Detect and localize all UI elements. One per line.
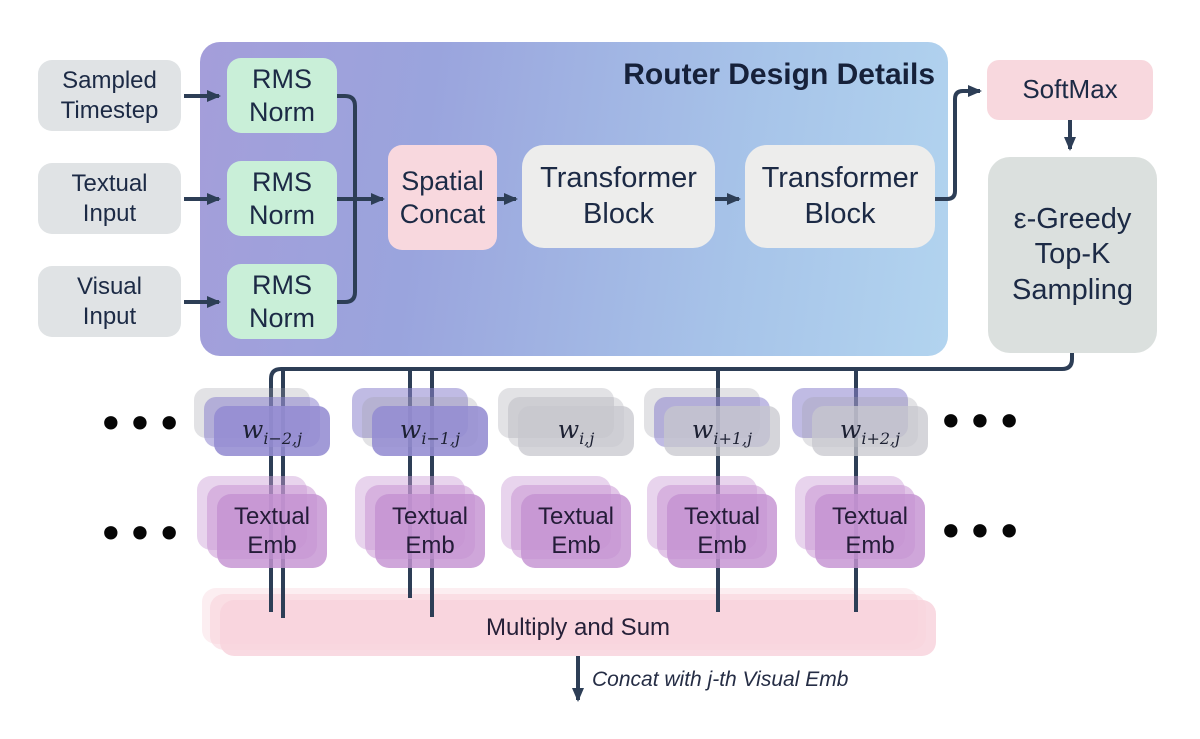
node-rms-norm-3: RMS Norm: [227, 264, 337, 339]
node-softmax: SoftMax: [987, 60, 1153, 120]
node-label: RMS Norm: [249, 269, 315, 333]
stack-layer: wi+1,j: [664, 406, 780, 456]
stack-layer: wi,j: [518, 406, 634, 456]
node-label: Transformer Block: [540, 162, 697, 230]
weight-stack-i-minus-1: wi−1,j: [352, 388, 488, 456]
weight-label: wi,j: [557, 414, 595, 448]
stack-layer: wi−2,j: [214, 406, 330, 456]
stack-layer: Textual Emb: [667, 494, 777, 568]
weight-stack-i-plus-1: wi+1,j: [644, 388, 780, 456]
ellipsis-icon: •••: [937, 395, 1025, 449]
router-title: Router Design Details: [623, 58, 935, 91]
textual-emb-stack-2: Textual Emb: [355, 476, 485, 568]
weight-label: wi−2,j: [241, 414, 303, 448]
node-label: RMS Norm: [249, 166, 315, 230]
weight-stack-i: wi,j: [498, 388, 634, 456]
concat-annotation: Concat with j-th Visual Emb: [592, 668, 849, 691]
node-rms-norm-1: RMS Norm: [227, 58, 337, 133]
ellipsis-icon: •••: [97, 507, 185, 561]
weight-stack-i-plus-2: wi+2,j: [792, 388, 928, 456]
stack-layer: Textual Emb: [375, 494, 485, 568]
node-sampled-timestep: Sampled Timestep: [38, 60, 181, 131]
node-rms-norm-2: RMS Norm: [227, 161, 337, 236]
node-label: Visual Input: [77, 273, 142, 330]
node-label: Spatial Concat: [399, 165, 486, 229]
node-label: Multiply and Sum: [485, 614, 671, 642]
weight-label: wi+2,j: [839, 414, 901, 448]
node-label: Textual Emb: [391, 502, 469, 559]
node-multiply-and-sum: Multiply and Sum: [220, 600, 936, 656]
node-textual-input: Textual Input: [38, 163, 181, 234]
node-label: RMS Norm: [249, 63, 315, 127]
textual-emb-stack-4: Textual Emb: [647, 476, 777, 568]
ellipsis-icon: •••: [97, 397, 185, 451]
weight-label: wi−1,j: [399, 414, 461, 448]
stack-layer: wi−1,j: [372, 406, 488, 456]
node-transformer-block-1: Transformer Block: [522, 145, 715, 248]
node-label: Textual Emb: [831, 502, 909, 559]
textual-emb-stack-3: Textual Emb: [501, 476, 631, 568]
router-nodes: RMS Norm RMS Norm RMS Norm Spatial Conca…: [200, 42, 948, 356]
textual-emb-stack-5: Textual Emb: [795, 476, 925, 568]
node-label: ε-Greedy Top-K Sampling: [1012, 202, 1133, 306]
stack-layer: wi+2,j: [812, 406, 928, 456]
node-transformer-block-2: Transformer Block: [745, 145, 935, 248]
node-spatial-concat: Spatial Concat: [388, 145, 497, 250]
textual-emb-stack-1: Textual Emb: [197, 476, 327, 568]
node-label: Textual Emb: [233, 502, 311, 559]
node-label: Sampled Timestep: [60, 67, 159, 124]
node-label: Transformer Block: [761, 162, 919, 230]
weight-stack-i-minus-2: wi−2,j: [194, 388, 330, 456]
node-visual-input: Visual Input: [38, 266, 181, 337]
weight-label: wi+1,j: [691, 414, 753, 448]
stack-layer: Textual Emb: [521, 494, 631, 568]
node-epsilon-greedy-topk-sampling: ε-Greedy Top-K Sampling: [988, 157, 1157, 353]
node-label: Textual Emb: [683, 502, 761, 559]
node-label: SoftMax: [1022, 74, 1118, 105]
stack-layer: Textual Emb: [217, 494, 327, 568]
stack-layer: Textual Emb: [815, 494, 925, 568]
ellipsis-icon: •••: [937, 505, 1025, 559]
node-label: Textual Input: [71, 170, 148, 227]
node-label: Textual Emb: [537, 502, 615, 559]
